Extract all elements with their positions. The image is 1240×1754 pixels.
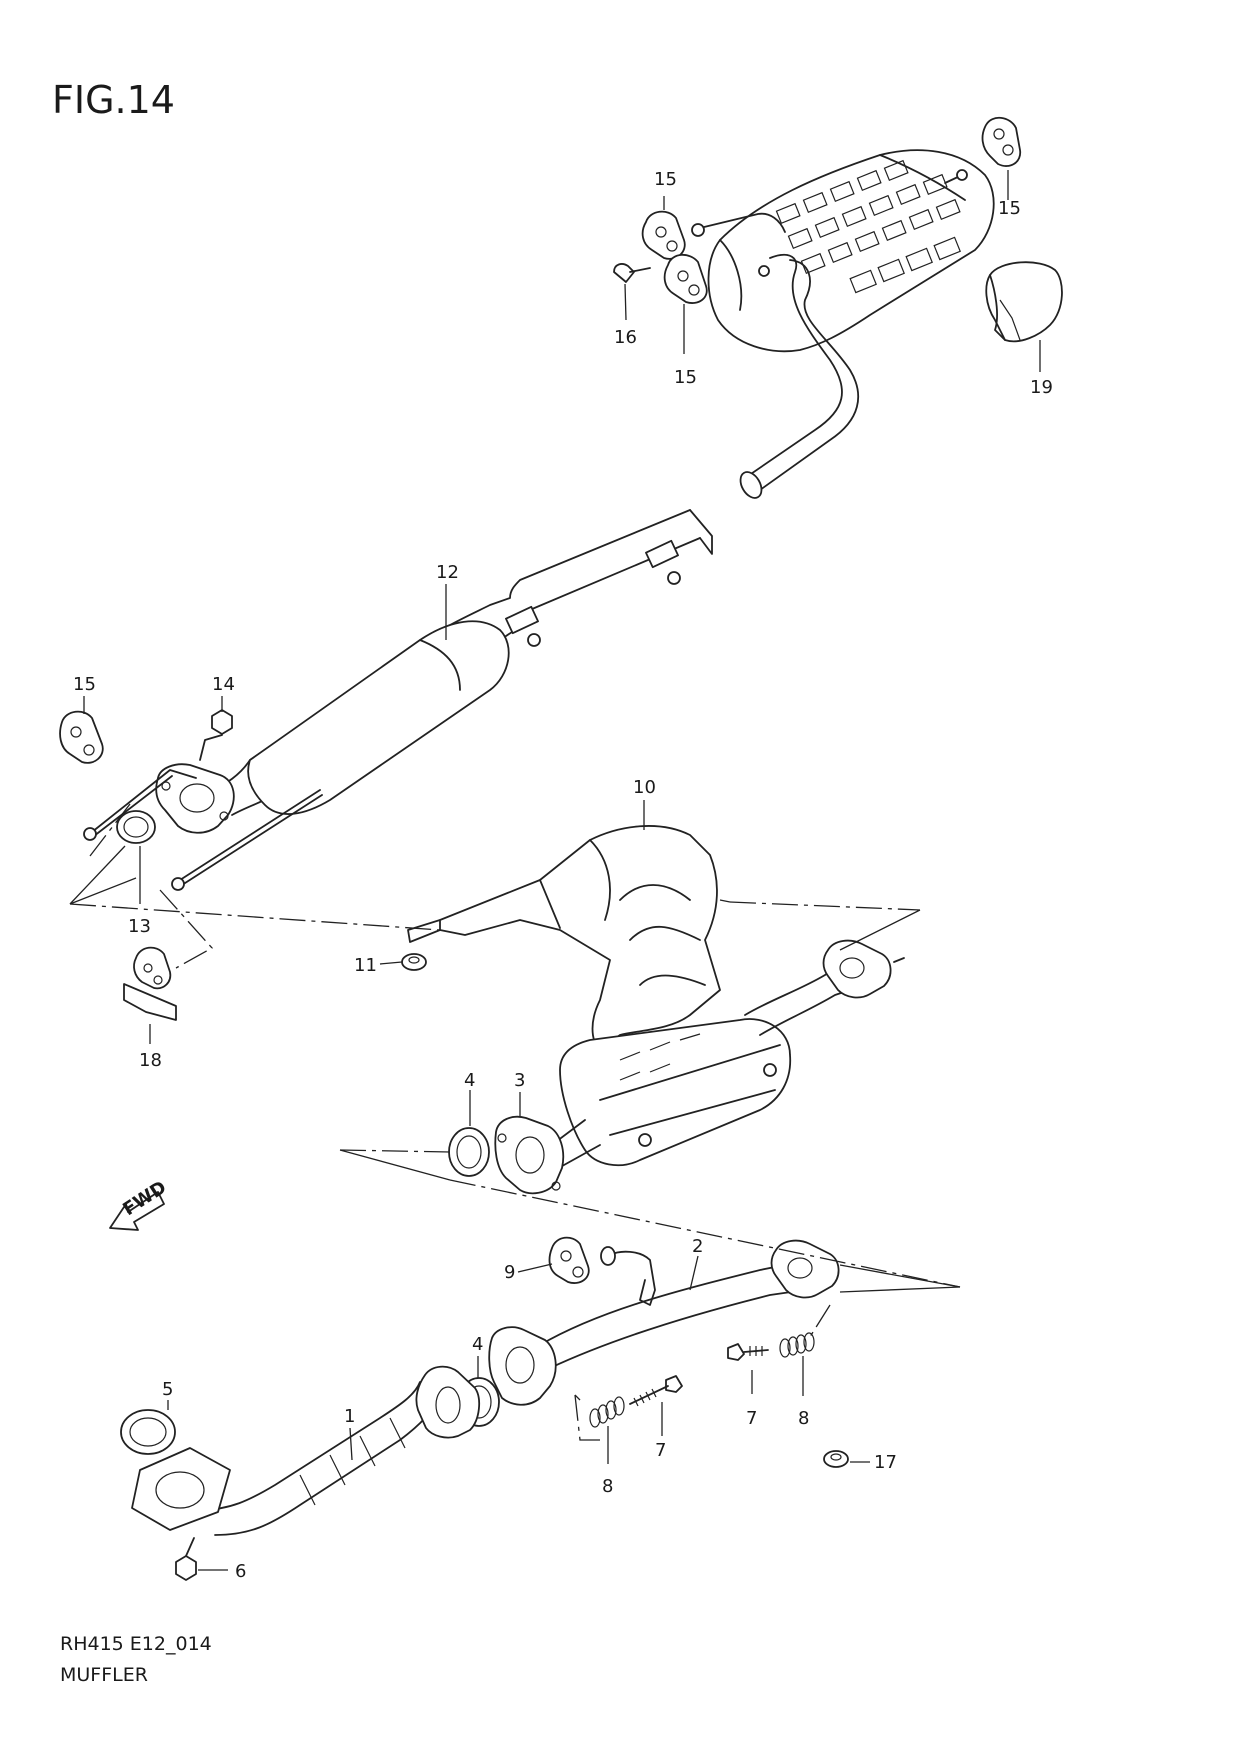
callout-14: 14 <box>212 674 235 695</box>
callout-4: 4 <box>472 1334 483 1355</box>
nut-14 <box>211 709 233 735</box>
assembly-phantom-lines <box>69 803 961 1441</box>
gasket-5 <box>120 1409 176 1455</box>
callout-8: 8 <box>798 1408 809 1429</box>
muffler-assembly <box>691 149 995 499</box>
rubber-mount-15-upper-right <box>981 116 1022 167</box>
callout-9: 9 <box>504 1262 515 1283</box>
callout-3: 3 <box>514 1070 525 1091</box>
rubber-mount-9 <box>548 1236 590 1284</box>
fwd-direction-arrow <box>109 1191 165 1231</box>
gasket-13 <box>116 810 156 844</box>
bolt-7-lower <box>629 1375 683 1407</box>
front-pipe-1 <box>131 1365 481 1536</box>
catalytic-converter-3 <box>494 939 905 1195</box>
figure-title: FIG.14 <box>52 78 175 122</box>
cover-19 <box>985 261 1063 343</box>
bolt-7-upper <box>727 1343 769 1361</box>
callout-2: 2 <box>692 1236 703 1257</box>
drawing-name: MUFFLER <box>60 1664 148 1686</box>
spring-8-lower <box>589 1396 625 1428</box>
callout-19: 19 <box>1030 377 1053 398</box>
spring-8-upper <box>779 1332 815 1358</box>
bolt-6 <box>175 1537 197 1581</box>
callout-15: 15 <box>73 674 96 695</box>
rubber-mount-15-front <box>59 710 104 764</box>
callout-7: 7 <box>746 1408 757 1429</box>
center-pipe-12 <box>83 509 713 891</box>
clip-16 <box>613 263 651 283</box>
callout-12: 12 <box>436 562 459 583</box>
callout-6: 6 <box>235 1561 246 1582</box>
callout-15: 15 <box>654 169 677 190</box>
callout-13: 13 <box>128 916 151 937</box>
callout-4: 4 <box>464 1070 475 1091</box>
gasket-4-upper <box>448 1127 490 1177</box>
heat-shield-10 <box>407 825 721 1051</box>
callout-15: 15 <box>674 367 697 388</box>
rubber-mount-15-upper-left <box>641 210 686 260</box>
callout-7: 7 <box>655 1440 666 1461</box>
hanger-18 <box>123 946 177 1021</box>
callout-18: 18 <box>139 1050 162 1071</box>
callout-8: 8 <box>602 1476 613 1497</box>
callout-15: 15 <box>998 198 1021 219</box>
callout-5: 5 <box>162 1379 173 1400</box>
callout-16: 16 <box>614 327 637 348</box>
callout-1: 1 <box>344 1406 355 1427</box>
callout-leader-lines <box>83 170 1041 1571</box>
cap-17 <box>823 1450 849 1468</box>
nut-11 <box>401 953 427 971</box>
exhaust-pipe-2 <box>488 1239 840 1406</box>
callout-17: 17 <box>874 1452 897 1473</box>
rubber-mount-15-lower-left <box>663 253 708 304</box>
callout-11: 11 <box>354 955 377 976</box>
callout-10: 10 <box>633 777 656 798</box>
drawing-code: RH415 E12_014 <box>60 1633 212 1655</box>
